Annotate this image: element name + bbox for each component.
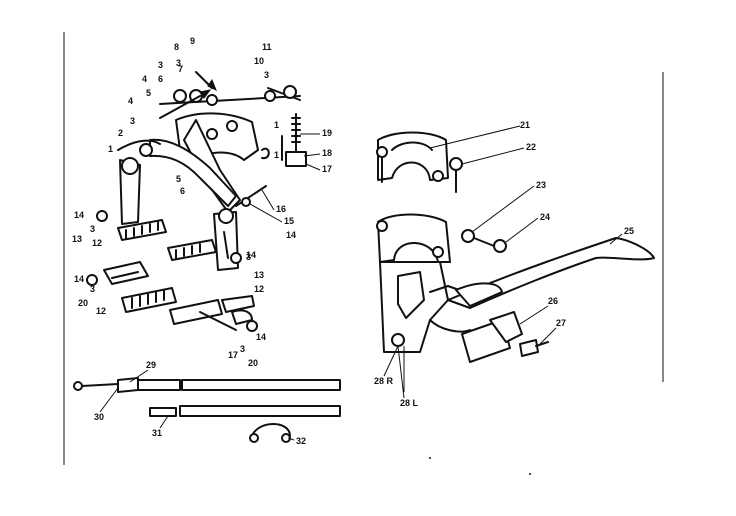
label-6: 6 [180,186,185,196]
label-18: 18 [322,148,332,158]
label-4: 4 [128,96,133,106]
label-5: 5 [146,88,151,98]
label-28r: 28 R [374,376,394,386]
label-9: 9 [190,36,195,46]
label-14: 14 [256,332,266,342]
label-3: 3 [246,252,251,262]
leader-lines [99,125,623,441]
label-1: 1 [274,150,279,160]
label-14: 14 [74,210,84,220]
label-12: 12 [96,306,106,316]
callout-labels: 1 1 1 2 3 3 3 3 3 3 3 3 4 4 5 5 6 6 7 8 … [72,36,634,446]
label-3: 3 [240,344,245,354]
label-21: 21 [520,120,530,130]
label-31: 31 [152,428,162,438]
label-4: 4 [142,74,147,84]
caliper-brake-assembly [86,71,307,332]
label-7: 7 [178,64,183,74]
label-11: 11 [262,42,272,52]
label-12: 12 [92,238,102,248]
label-10: 10 [254,56,264,66]
label-1: 1 [274,120,279,130]
label-13: 13 [254,270,264,280]
label-3: 3 [158,60,163,70]
label-14: 14 [286,230,296,240]
label-27: 27 [556,318,566,328]
label-8: 8 [174,42,179,52]
speck [529,473,531,475]
label-5: 5 [176,174,181,184]
label-3: 3 [264,70,269,80]
label-16: 16 [276,204,286,214]
label-26: 26 [548,296,558,306]
label-20: 20 [78,298,88,308]
label-13: 13 [72,234,82,244]
label-3: 3 [90,224,95,234]
label-24: 24 [540,212,550,222]
label-32: 32 [296,436,306,446]
label-14: 14 [74,274,84,284]
label-25: 25 [624,226,634,236]
label-1: 1 [108,144,113,154]
label-17: 17 [322,164,332,174]
label-29: 29 [146,360,156,370]
label-30: 30 [94,412,104,422]
label-3: 3 [130,116,135,126]
label-28l: 28 L [400,398,419,408]
label-15: 15 [284,216,294,226]
label-19: 19 [322,128,332,138]
label-14: 14 [246,250,256,260]
label-6: 6 [158,74,163,84]
speck [429,457,431,459]
bracket-lever-assembly [376,131,655,392]
label-20: 20 [248,358,258,368]
label-17: 17 [228,350,238,360]
label-23: 23 [536,180,546,190]
label-3: 3 [176,58,181,68]
label-2: 2 [118,128,123,138]
cable-parts [73,377,341,443]
label-22: 22 [526,142,536,152]
label-3: 3 [90,284,95,294]
label-12: 12 [254,284,264,294]
